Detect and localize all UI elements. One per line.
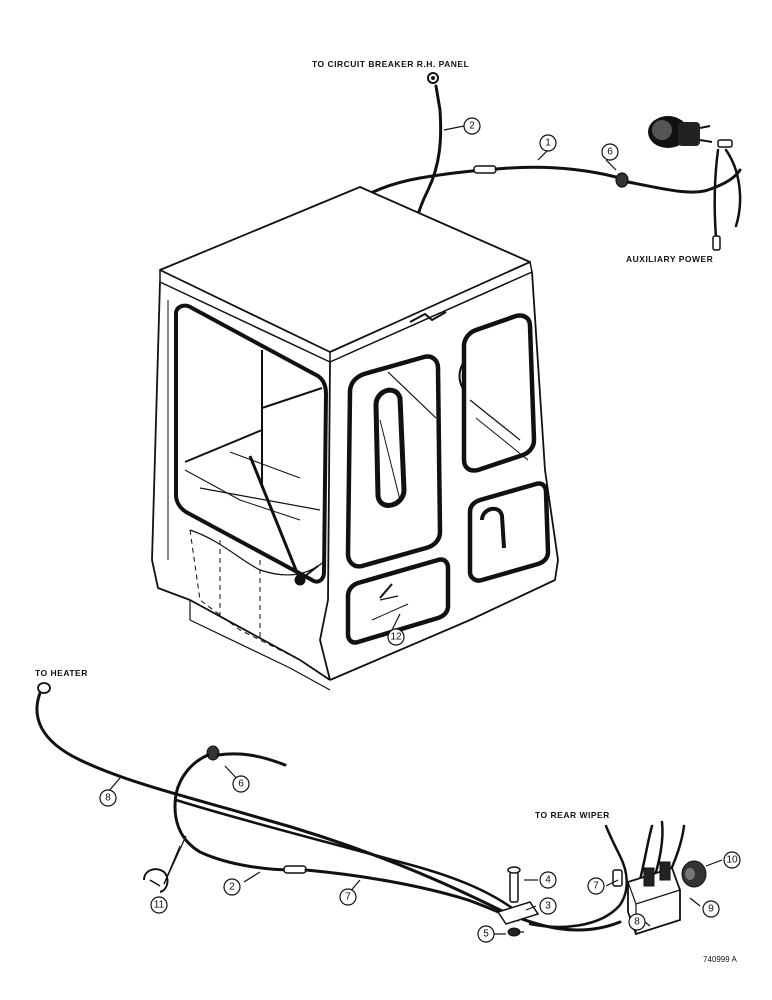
- callout-2-bottom: 2: [229, 882, 235, 893]
- callout-5: 5: [483, 929, 489, 940]
- callout-markers: [99, 117, 741, 943]
- heater-label: TO HEATER: [35, 668, 88, 678]
- callout-1-bubble-top2: [463, 117, 481, 135]
- callout-6-bottom: 6: [238, 779, 244, 790]
- callout-7-right: 7: [593, 881, 599, 892]
- callout-numbers: 2 1 6 12 8 6 11 2 7 4 3 5 7 8 9 10: [105, 121, 738, 940]
- callout-8-right: 8: [634, 917, 640, 928]
- callout-3: 3: [545, 901, 551, 912]
- callout-12: 12: [390, 632, 402, 643]
- auxiliary-power-receptacle: [648, 116, 713, 148]
- callout-1: 1: [545, 138, 551, 149]
- callout-9: 9: [708, 904, 714, 915]
- operator-cab: [151, 186, 559, 691]
- callout-11: 11: [154, 900, 165, 911]
- callout-6-top: 6: [607, 147, 613, 158]
- bottom-wiring: [35, 682, 686, 932]
- circuit-breaker-label: TO CIRCUIT BREAKER R.H. PANEL: [312, 59, 469, 69]
- auxiliary-power-label: AUXILIARY POWER: [626, 254, 713, 264]
- callout-7-bottom: 7: [345, 892, 351, 903]
- callout-2-top: 2: [469, 121, 475, 132]
- clamp-hardware: [496, 866, 540, 937]
- rear-wiper-label: TO REAR WIPER: [535, 810, 610, 820]
- callout-8-left: 8: [105, 793, 111, 804]
- wire-clip: [143, 868, 169, 893]
- callout-4: 4: [545, 875, 551, 886]
- top-wiring: [328, 72, 742, 264]
- drawing-reference: 740999 A: [703, 955, 737, 964]
- callout-10: 10: [726, 855, 738, 866]
